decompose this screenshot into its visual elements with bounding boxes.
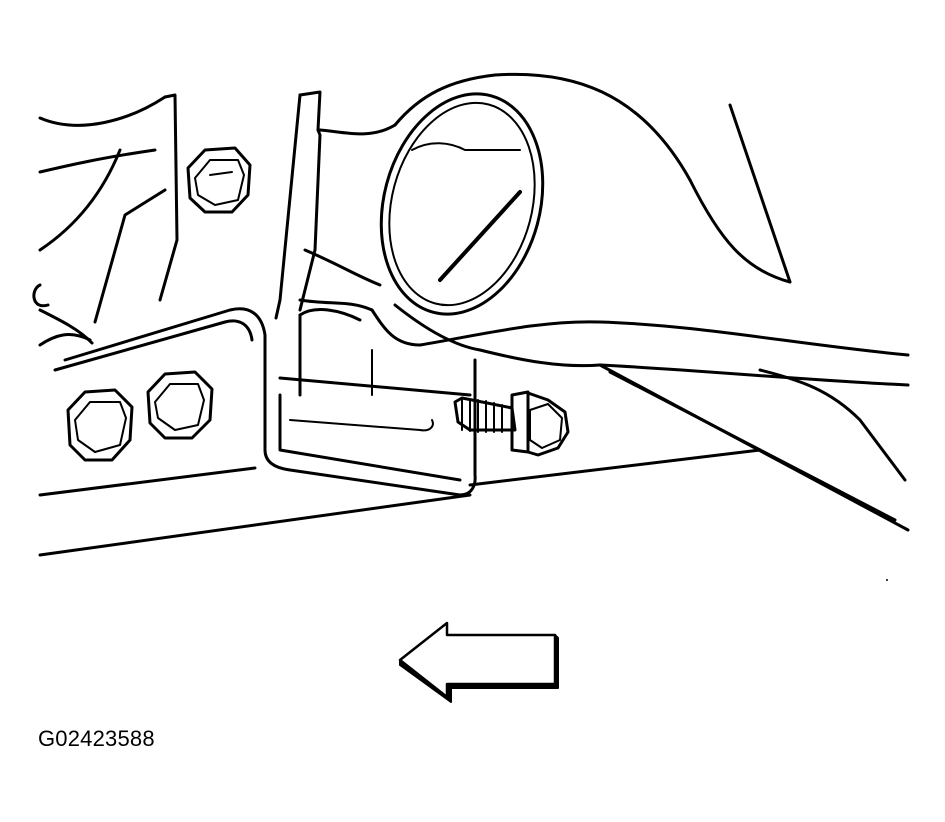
engine-mount-body [298,72,910,387]
mount-opening [379,92,545,316]
flange-bolt-lower-right [146,370,214,440]
upper-left-casting [32,93,179,347]
bracket-plate [53,307,477,497]
figure-id-caption: G02423588 [38,726,155,751]
flange-bolt-upper [186,146,252,214]
frame-rail [38,363,910,557]
mount-slot [438,190,522,282]
vertical-post [274,90,322,320]
flange-bolt-lower-left [66,388,134,462]
mount-bolt [453,390,570,457]
direction-arrow [398,621,559,703]
